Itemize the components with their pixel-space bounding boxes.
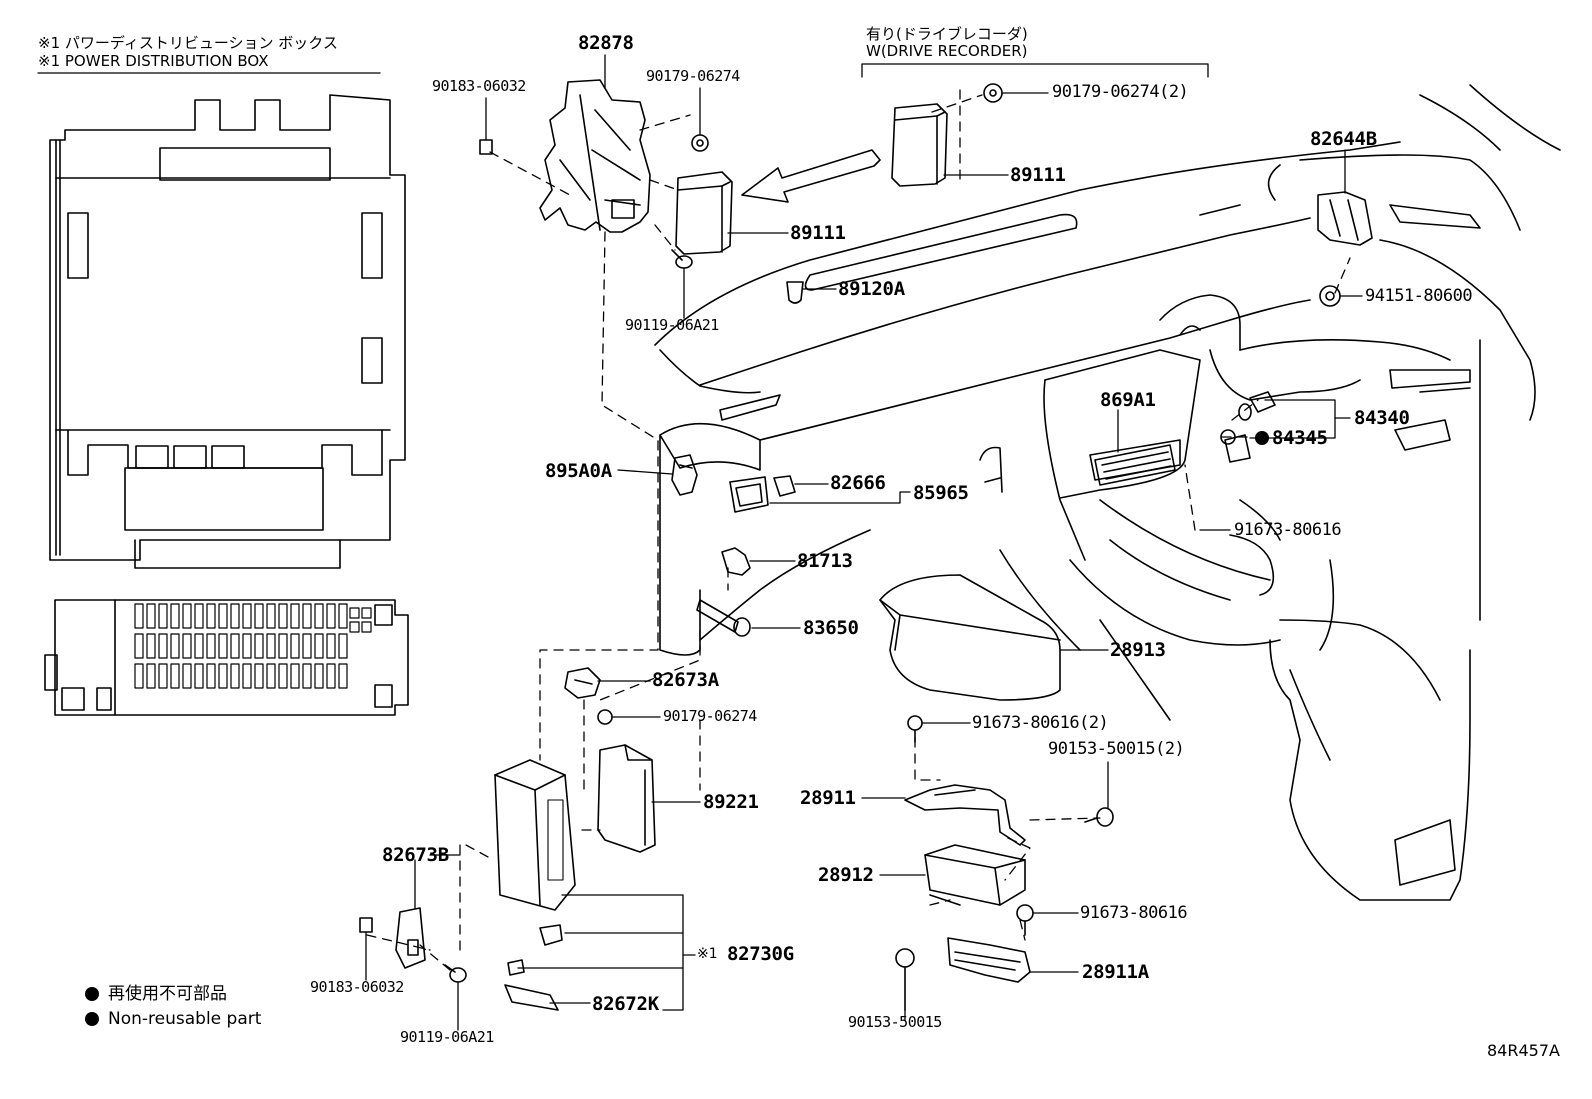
module-89111 — [676, 172, 732, 254]
nonreusable-mark — [1255, 431, 1269, 445]
clip-90179-mid — [598, 710, 612, 724]
junction-block-82730G — [495, 760, 575, 910]
part-label-91673-low: 91673-80616 — [1080, 903, 1188, 923]
part-label-91673-mid: 91673-80616 — [1234, 520, 1342, 540]
diagram-id: 84R457A — [1487, 1041, 1560, 1060]
screw-90119-bot — [445, 965, 466, 982]
part-label-90183-top: 90183-06032 — [432, 77, 526, 95]
bracket-82644B — [1318, 192, 1372, 245]
holder-81713 — [722, 548, 750, 575]
part-label-28911A: 28911A — [1082, 961, 1149, 983]
part-label-82730G: 82730G — [727, 943, 794, 965]
part-label-90179-rec: 90179-06274(2) — [1052, 82, 1189, 102]
recorder-note-jp: 有り(ドライブレコーダ) — [866, 25, 1028, 43]
bracket-28911 — [905, 785, 1025, 845]
power-distribution-box-front — [50, 95, 405, 568]
direction-arrow — [742, 150, 880, 202]
part-label-90179-mid: 90179-06274 — [663, 707, 757, 725]
part-label-81713: 81713 — [797, 550, 853, 572]
sensor-895A0A — [672, 455, 697, 495]
legend-dot-en — [85, 1012, 99, 1026]
connector-82730G-a — [540, 925, 562, 945]
switch-869A1 — [1095, 445, 1175, 485]
socket-83650 — [697, 600, 750, 636]
part-label-895A0A: 895A0A — [545, 460, 612, 482]
bracket-28911A — [948, 938, 1030, 982]
part-label-90119-top: 90119-06A21 — [625, 316, 719, 334]
cover-82672K — [505, 985, 558, 1010]
clip-82673A — [565, 668, 600, 698]
clip-90179-rec — [984, 84, 1002, 102]
switch-82666 — [730, 476, 795, 512]
part-label-82644B: 82644B — [1310, 128, 1377, 150]
part-label-90119-bot: 90119-06A21 — [400, 1028, 494, 1046]
bracket-82673B — [396, 908, 425, 968]
legend-nonreusable-en: Non-reusable part — [108, 1009, 262, 1029]
part-label-82673B: 82673B — [382, 844, 449, 866]
part-label-90183-bot: 90183-06032 — [310, 978, 404, 996]
part-label-89120A: 89120A — [838, 278, 905, 300]
clip-90183-bot — [360, 918, 372, 932]
part-label-83650: 83650 — [803, 617, 859, 639]
part-label-89111: 89111 — [790, 222, 846, 244]
part-84340 — [1239, 392, 1275, 420]
part-label-90153-bot: 90153-50015 — [848, 1013, 942, 1031]
part-label-28913: 28913 — [1110, 639, 1166, 661]
connector-82730G-b — [508, 960, 524, 975]
part-label-90179-top: 90179-06274 — [646, 67, 740, 85]
dashboard-outline — [655, 85, 1560, 900]
clip-89120A — [787, 282, 803, 303]
part-label-82666: 82666 — [830, 472, 886, 494]
part-label-869A1: 869A1 — [1100, 389, 1156, 411]
legend-nonreusable-jp: 再使用不可部品 — [108, 984, 227, 1004]
part-label-94151: 94151-80600 — [1365, 286, 1473, 306]
airbag-28913 — [880, 575, 1060, 700]
part-label-84340: 84340 — [1354, 407, 1410, 429]
clip-84345-part — [1221, 430, 1235, 444]
part-label-28911: 28911 — [800, 787, 856, 809]
part-label-82878: 82878 — [578, 32, 634, 54]
ref-mark: ※1 — [697, 946, 718, 962]
part-label-84345: 84345 — [1272, 427, 1328, 449]
screw-90153-bot — [896, 949, 914, 1010]
screw-90153-2 — [1085, 808, 1113, 826]
part-label-89111-rec: 89111 — [1010, 164, 1066, 186]
part-label-28912: 28912 — [818, 864, 874, 886]
part-label-91673-2: 91673-80616(2) — [972, 713, 1109, 733]
part-label-89221: 89221 — [703, 791, 759, 813]
part-label-82672K: 82672K — [592, 993, 659, 1015]
legend-dot-jp — [85, 987, 99, 1001]
module-89111-recorder — [892, 104, 947, 186]
clip-90179-top — [692, 135, 708, 151]
module-89221 — [598, 745, 655, 852]
power-distribution-box-fuses — [45, 600, 408, 715]
box-note-jp: ※1 パワーディストリビューション ボックス — [38, 34, 338, 52]
recorder-note-en: W(DRIVE RECORDER) — [866, 42, 1028, 60]
part-label-82673A: 82673A — [652, 669, 719, 691]
screw-91673-2 — [908, 716, 922, 742]
part-label-90153-2: 90153-50015(2) — [1048, 739, 1185, 759]
ecu-28912 — [925, 845, 1025, 905]
part-label-85965: 85965 — [913, 482, 969, 504]
box-note-en: ※1 POWER DISTRIBUTION BOX — [38, 52, 269, 70]
bracket-82878 — [540, 80, 650, 232]
